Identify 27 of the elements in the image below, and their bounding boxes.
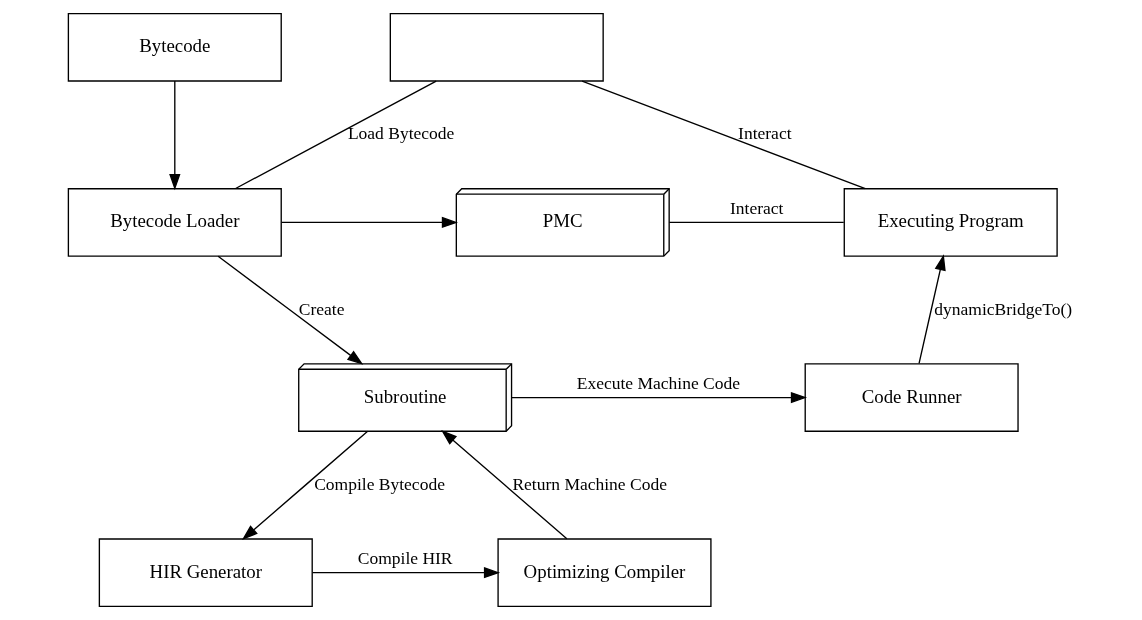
edge-label: Load Bytecode [347, 123, 454, 144]
connector [668, 221, 844, 224]
node-box: Executing Program [843, 188, 1058, 257]
edge-label: Compile HIR [357, 547, 453, 568]
edge-label: dynamicBridgeTo() [933, 298, 1072, 319]
arrow [241, 430, 368, 541]
edge-label: Interact [737, 123, 792, 144]
edge-label: Return Machine Code [511, 473, 667, 494]
node-box: Code Runner [804, 363, 1019, 432]
arrow [917, 254, 946, 364]
arrow [311, 567, 500, 579]
connector [580, 80, 866, 190]
node-box: Bytecode Loader [67, 188, 282, 257]
arrow [168, 80, 180, 191]
edge-label: Compile Bytecode [313, 473, 445, 494]
edge-label: Interact [729, 197, 783, 218]
connector [234, 80, 437, 190]
node-box: HIR Generator [98, 538, 313, 607]
node-box: Bytecode [67, 13, 282, 82]
arrow [280, 216, 458, 229]
arrow [440, 430, 567, 540]
node-box [389, 13, 604, 82]
node-box: Optimizing Compiler [496, 538, 712, 607]
arrow [216, 255, 363, 365]
edge-label: Execute Machine Code [576, 372, 740, 393]
arrow [510, 391, 807, 404]
edge-label: Create [298, 298, 344, 319]
